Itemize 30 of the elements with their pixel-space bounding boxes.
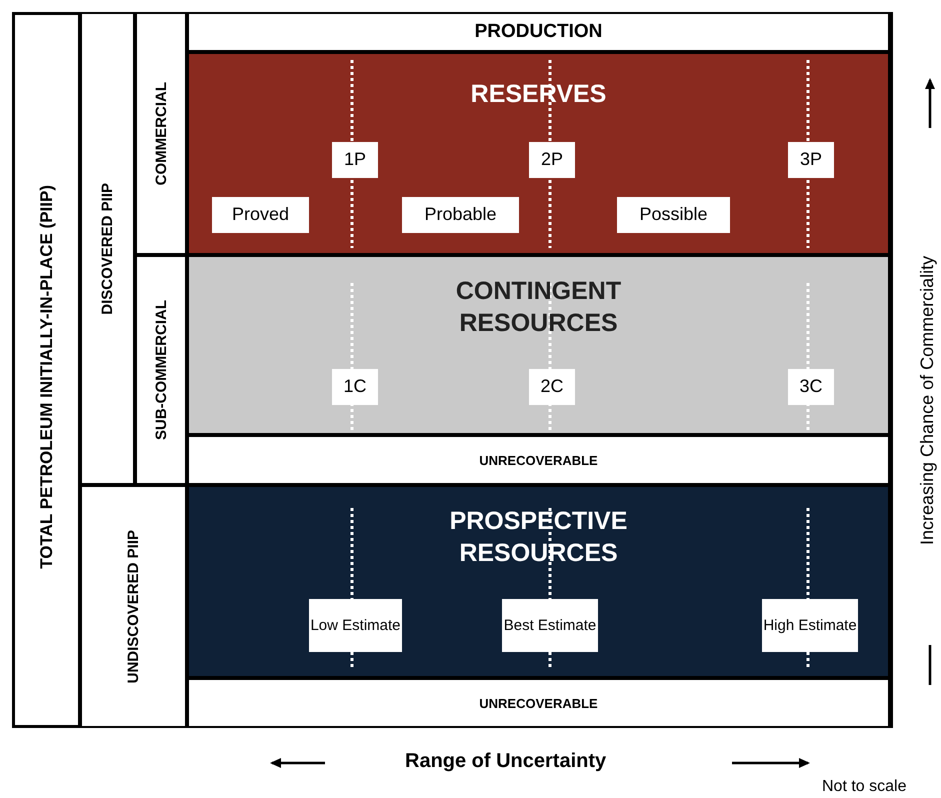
- axis-title: Increasing Chance of Commerciality: [917, 254, 938, 547]
- estimate-marker: 2P: [529, 142, 575, 178]
- band-heading: RESERVES: [470, 79, 608, 110]
- category-label: Proved: [212, 197, 309, 233]
- estimate-marker: 2C: [529, 369, 575, 405]
- note-text: Not to scale: [822, 778, 906, 796]
- classification-frame: [12, 12, 893, 728]
- resource-band: [187, 255, 890, 435]
- resource-band: [187, 52, 890, 255]
- axis-title: Range of Uncertainty: [405, 750, 606, 773]
- category-cell: COMMERCIAL: [135, 12, 187, 255]
- resource-band: [187, 485, 890, 678]
- band-heading: CONTINGENT RESOURCES: [454, 276, 622, 339]
- estimate-marker: Low Estimate: [309, 599, 402, 652]
- category-label: Possible: [617, 197, 730, 233]
- estimate-marker: 1P: [332, 142, 378, 178]
- band-heading: PROSPECTIVE RESOURCES: [448, 506, 628, 569]
- estimate-marker: 3C: [788, 369, 834, 405]
- estimate-marker: Best Estimate: [502, 599, 598, 652]
- category-cell: SUB-COMMERCIAL: [135, 255, 187, 485]
- category-cell: PRODUCTION: [187, 12, 890, 52]
- category-cell: UNRECOVERABLE: [187, 435, 890, 485]
- estimate-marker: High Estimate: [762, 599, 858, 652]
- category-label: Probable: [402, 197, 519, 233]
- category-cell: DISCOVERED PIIP: [80, 12, 135, 485]
- category-cell: UNRECOVERABLE: [187, 678, 890, 728]
- row-heading: TOTAL PETROLEUM INITIALLY-IN-PLACE (PIIP): [37, 185, 57, 569]
- estimate-marker: 3P: [788, 142, 834, 178]
- category-cell: UNDISCOVERED PIIP: [80, 485, 187, 728]
- estimate-marker: 1C: [332, 369, 378, 405]
